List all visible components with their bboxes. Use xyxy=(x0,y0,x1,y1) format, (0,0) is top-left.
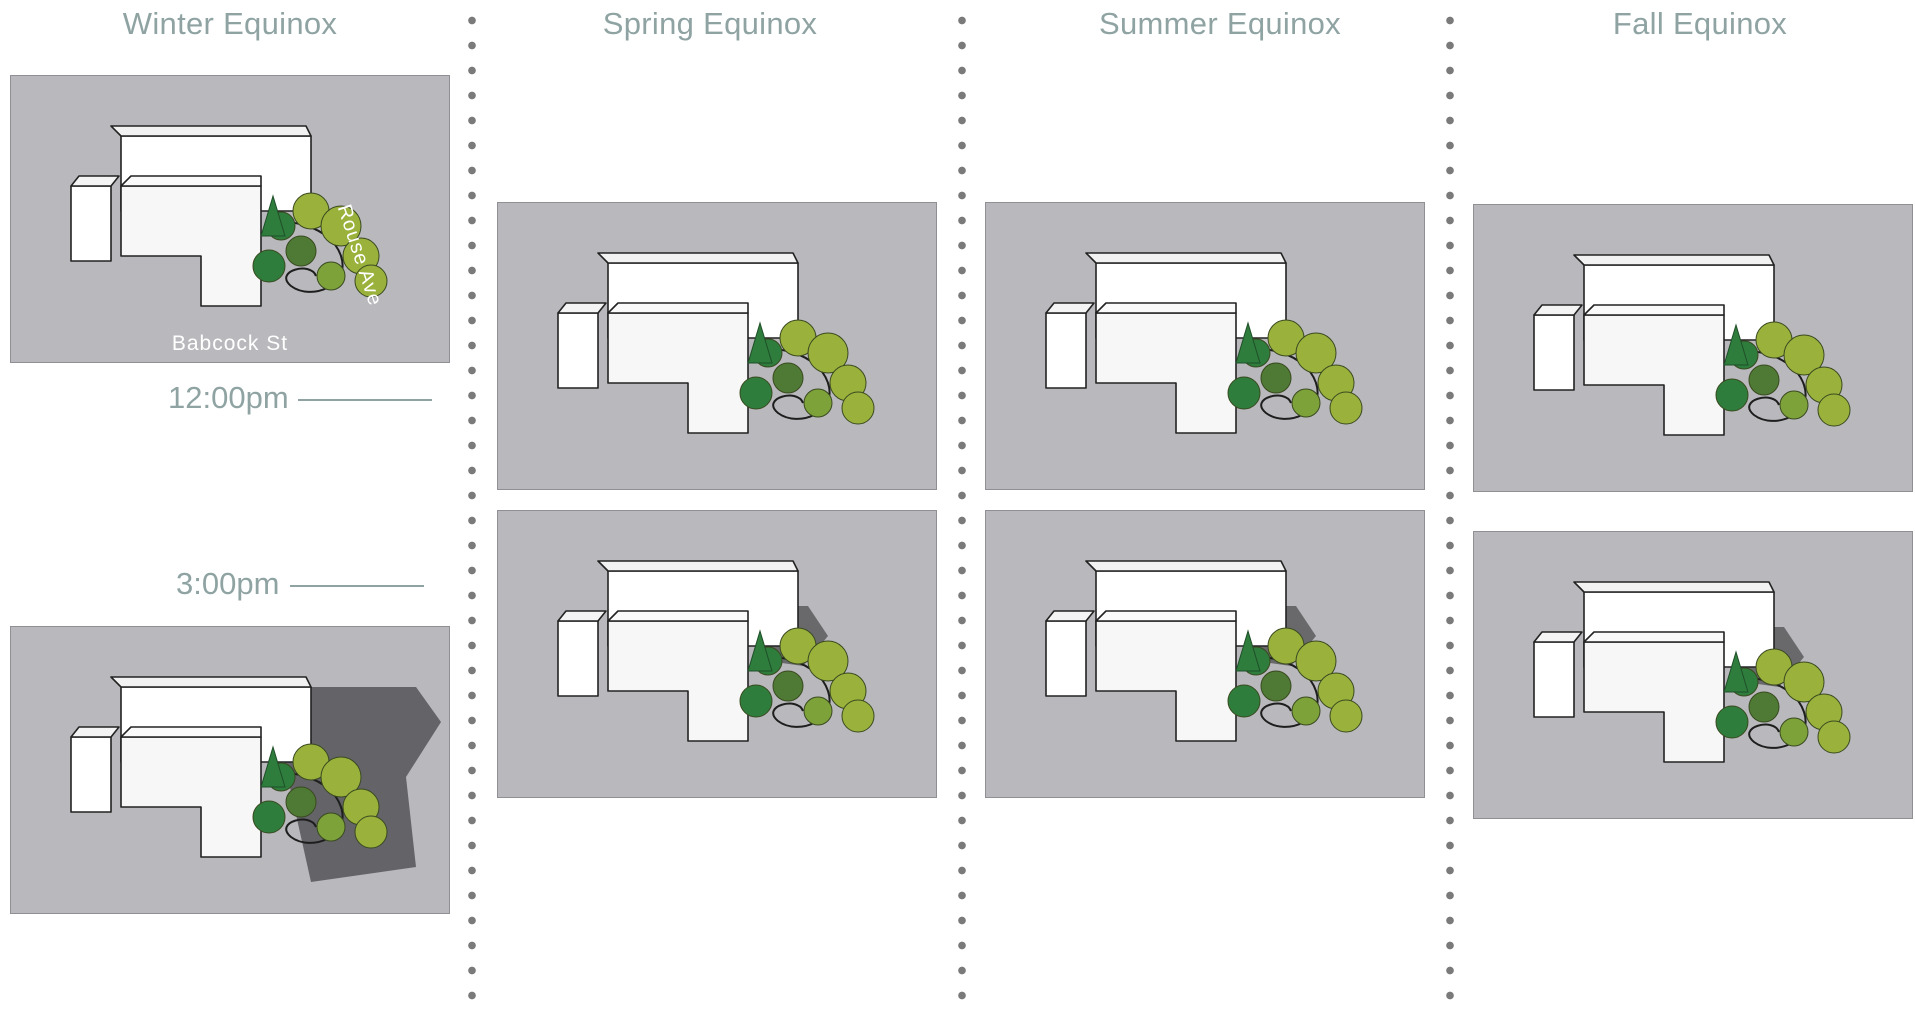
shadow-study-summer-noon xyxy=(985,202,1425,490)
tree xyxy=(1749,365,1779,395)
tree xyxy=(842,392,874,424)
tree xyxy=(1780,718,1808,746)
building-block xyxy=(121,176,261,186)
massing-model xyxy=(986,203,1424,489)
building-block xyxy=(1086,561,1286,571)
tree xyxy=(1716,379,1748,411)
building-block xyxy=(71,737,111,812)
building-block xyxy=(608,611,748,621)
shadow-study-fall-noon xyxy=(1473,204,1913,492)
building-block xyxy=(608,303,748,313)
shadow-study-spring-3pm xyxy=(497,510,937,798)
tree xyxy=(1749,692,1779,722)
shadow-study-spring-noon xyxy=(497,202,937,490)
building-block xyxy=(121,737,261,857)
tree xyxy=(773,671,803,701)
massing-model xyxy=(11,76,449,362)
tree xyxy=(1780,391,1808,419)
tree xyxy=(286,787,316,817)
massing-model xyxy=(498,511,936,797)
building-block xyxy=(1046,611,1094,621)
building-block xyxy=(558,611,606,621)
building-block xyxy=(1096,313,1236,433)
building-block xyxy=(1534,305,1582,315)
building-block xyxy=(71,727,119,737)
shadow-study-fall-3pm xyxy=(1473,531,1913,819)
building-block xyxy=(1534,632,1582,642)
tree xyxy=(1292,697,1320,725)
street-label-babcock: Babcock St xyxy=(11,332,449,356)
building-block xyxy=(71,176,119,186)
building-block xyxy=(71,186,111,261)
building-block xyxy=(598,561,798,571)
building-block xyxy=(1096,611,1236,621)
building-block xyxy=(1534,642,1574,717)
tree xyxy=(740,377,772,409)
building-block xyxy=(1534,315,1574,390)
tree xyxy=(804,697,832,725)
tree xyxy=(1818,394,1850,426)
building-block xyxy=(558,621,598,696)
building-block xyxy=(1584,632,1724,642)
building-block xyxy=(1574,582,1774,592)
column-title-spring: Spring Equinox xyxy=(550,4,870,44)
tree xyxy=(740,685,772,717)
building-block xyxy=(558,313,598,388)
massing-model xyxy=(1474,532,1912,818)
column-title-fall: Fall Equinox xyxy=(1540,4,1860,44)
tree xyxy=(1716,706,1748,738)
building-block xyxy=(111,126,311,136)
time-label-three: 3:00pm xyxy=(176,566,279,602)
tree xyxy=(1228,377,1260,409)
building-block xyxy=(608,621,748,741)
tree xyxy=(1818,721,1850,753)
massing-model xyxy=(986,511,1424,797)
tree xyxy=(1228,685,1260,717)
time-line-noon xyxy=(298,399,432,401)
building-block xyxy=(121,186,261,306)
tree xyxy=(773,363,803,393)
column-separator xyxy=(1446,8,1454,1008)
building-block xyxy=(608,313,748,433)
column-separator xyxy=(958,8,966,1008)
building-block xyxy=(1046,621,1086,696)
tree xyxy=(1330,392,1362,424)
tree xyxy=(1261,363,1291,393)
shadow-study-winter-noon: Rouse Ave Babcock St xyxy=(10,75,450,363)
column-separator xyxy=(468,8,476,1008)
massing-model xyxy=(1474,205,1912,491)
tree xyxy=(253,250,285,282)
shadow-study-summer-3pm xyxy=(985,510,1425,798)
building-block xyxy=(1046,313,1086,388)
tree xyxy=(842,700,874,732)
tree xyxy=(1261,671,1291,701)
building-block xyxy=(1584,315,1724,435)
building-block xyxy=(1046,303,1094,313)
building-block xyxy=(1584,642,1724,762)
building-block xyxy=(1574,255,1774,265)
tree xyxy=(1292,389,1320,417)
shadow-study-winter-3pm xyxy=(10,626,450,914)
column-title-winter: Winter Equinox xyxy=(70,4,390,44)
massing-model xyxy=(498,203,936,489)
building-block xyxy=(558,303,606,313)
building-block xyxy=(1096,621,1236,741)
tree xyxy=(804,389,832,417)
tree xyxy=(253,801,285,833)
building-block xyxy=(111,677,311,687)
tree xyxy=(317,813,345,841)
tree xyxy=(317,262,345,290)
building-block xyxy=(1584,305,1724,315)
massing-model xyxy=(11,627,449,913)
time-line-three xyxy=(290,585,424,587)
time-label-noon: 12:00pm xyxy=(168,380,289,416)
building-block xyxy=(121,727,261,737)
tree xyxy=(355,816,387,848)
column-title-summer: Summer Equinox xyxy=(1060,4,1380,44)
building-block xyxy=(598,253,798,263)
building-block xyxy=(1086,253,1286,263)
tree xyxy=(1330,700,1362,732)
building-block xyxy=(1096,303,1236,313)
tree xyxy=(286,236,316,266)
